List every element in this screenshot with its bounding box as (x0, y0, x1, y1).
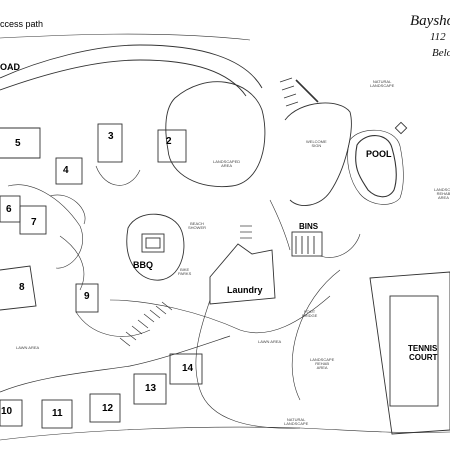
bins-enclosure (291, 231, 323, 257)
resort-name: Baysho (410, 13, 450, 29)
laundry-building (209, 243, 276, 305)
bike-parks-label: BIKE PARKS (178, 267, 192, 276)
small-marker (394, 121, 408, 135)
natural-landscape-top-label: NATURAL LANDSCAPE (370, 79, 395, 88)
natural-landscape-bottom-label: NATURAL LANDSCAPE (284, 417, 309, 426)
welcome-sign-label: WELCOME SIGN (306, 139, 327, 148)
beach-shower-label: BEACH SHOWER (188, 221, 206, 230)
road-boundary (0, 44, 263, 89)
unit-13-building (133, 373, 167, 405)
bottom-lawn-edge (0, 335, 231, 393)
foot-bridge-label: FOOT BRIDGE (302, 309, 318, 318)
unit-11-building (41, 399, 73, 429)
landscaped-area-label: LANDSCAPED AREA (213, 159, 241, 168)
unit-10-label: 10 (1, 406, 13, 417)
road-label: OAD (0, 62, 20, 72)
tennis-court-label-2: COURT (409, 353, 438, 362)
unit-5-building (0, 127, 41, 159)
tennis-court-label-1: TENNIS (408, 344, 438, 353)
unit-13-label: 13 (145, 383, 157, 394)
unit-2-label: 2 (166, 136, 172, 147)
address-line-1: 112 (430, 31, 446, 43)
unit-9-label: 9 (84, 291, 90, 302)
pool-surround (347, 129, 404, 205)
bbq-area-outline (126, 213, 185, 281)
unit-2-building (157, 129, 187, 163)
lawn-edge-top (0, 33, 251, 41)
parking-bays (119, 77, 299, 347)
tennis-court-outline (369, 271, 450, 435)
access-path-label: ccess path (0, 19, 44, 29)
bbq-label: BBQ (133, 260, 153, 270)
unit-7-label: 7 (31, 217, 37, 228)
unit-3-label: 3 (108, 131, 114, 142)
lawn-area-left-label: LAWN AREA (16, 345, 40, 350)
unit-3-building (97, 123, 123, 163)
unit-11-label: 11 (52, 408, 63, 419)
pool-label: POOL (366, 149, 392, 159)
bottom-lawn-edge-2 (0, 426, 450, 441)
unit-6-label: 6 (6, 204, 12, 215)
tennis-court-inner (389, 295, 439, 407)
unit-4-label: 4 (63, 165, 69, 176)
unit-9-building (75, 283, 99, 313)
bbq-shelter (141, 233, 165, 253)
address-line-2: Belo (432, 47, 450, 59)
pool-zone-outline (284, 102, 352, 207)
unit-12-label: 12 (102, 403, 114, 414)
unit-10-building (0, 399, 23, 427)
landscape-rehab-right-label: LANDSCA REHAB AREA (434, 187, 450, 200)
laundry-label: Laundry (227, 285, 263, 295)
unit-12-building (89, 393, 121, 423)
unit-7-building (19, 205, 47, 235)
road-boundary-inner (0, 59, 247, 97)
unit-14-label: 14 (182, 363, 194, 374)
unit-5-label: 5 (15, 138, 21, 149)
landscaped-area-outline (165, 81, 266, 188)
unit-14-building (169, 353, 203, 385)
boundary-line (295, 79, 319, 103)
unit-4-building (55, 157, 83, 185)
lawn-area-center-label: LAWN AREA (258, 339, 282, 344)
landscape-rehab-center-label: LANDSCAPE REHAB AREA (310, 357, 335, 370)
pool-shape (355, 135, 397, 198)
bins-label: BINS (299, 222, 319, 231)
unit-8-label: 8 (19, 282, 25, 293)
unit-8-building (0, 265, 37, 311)
